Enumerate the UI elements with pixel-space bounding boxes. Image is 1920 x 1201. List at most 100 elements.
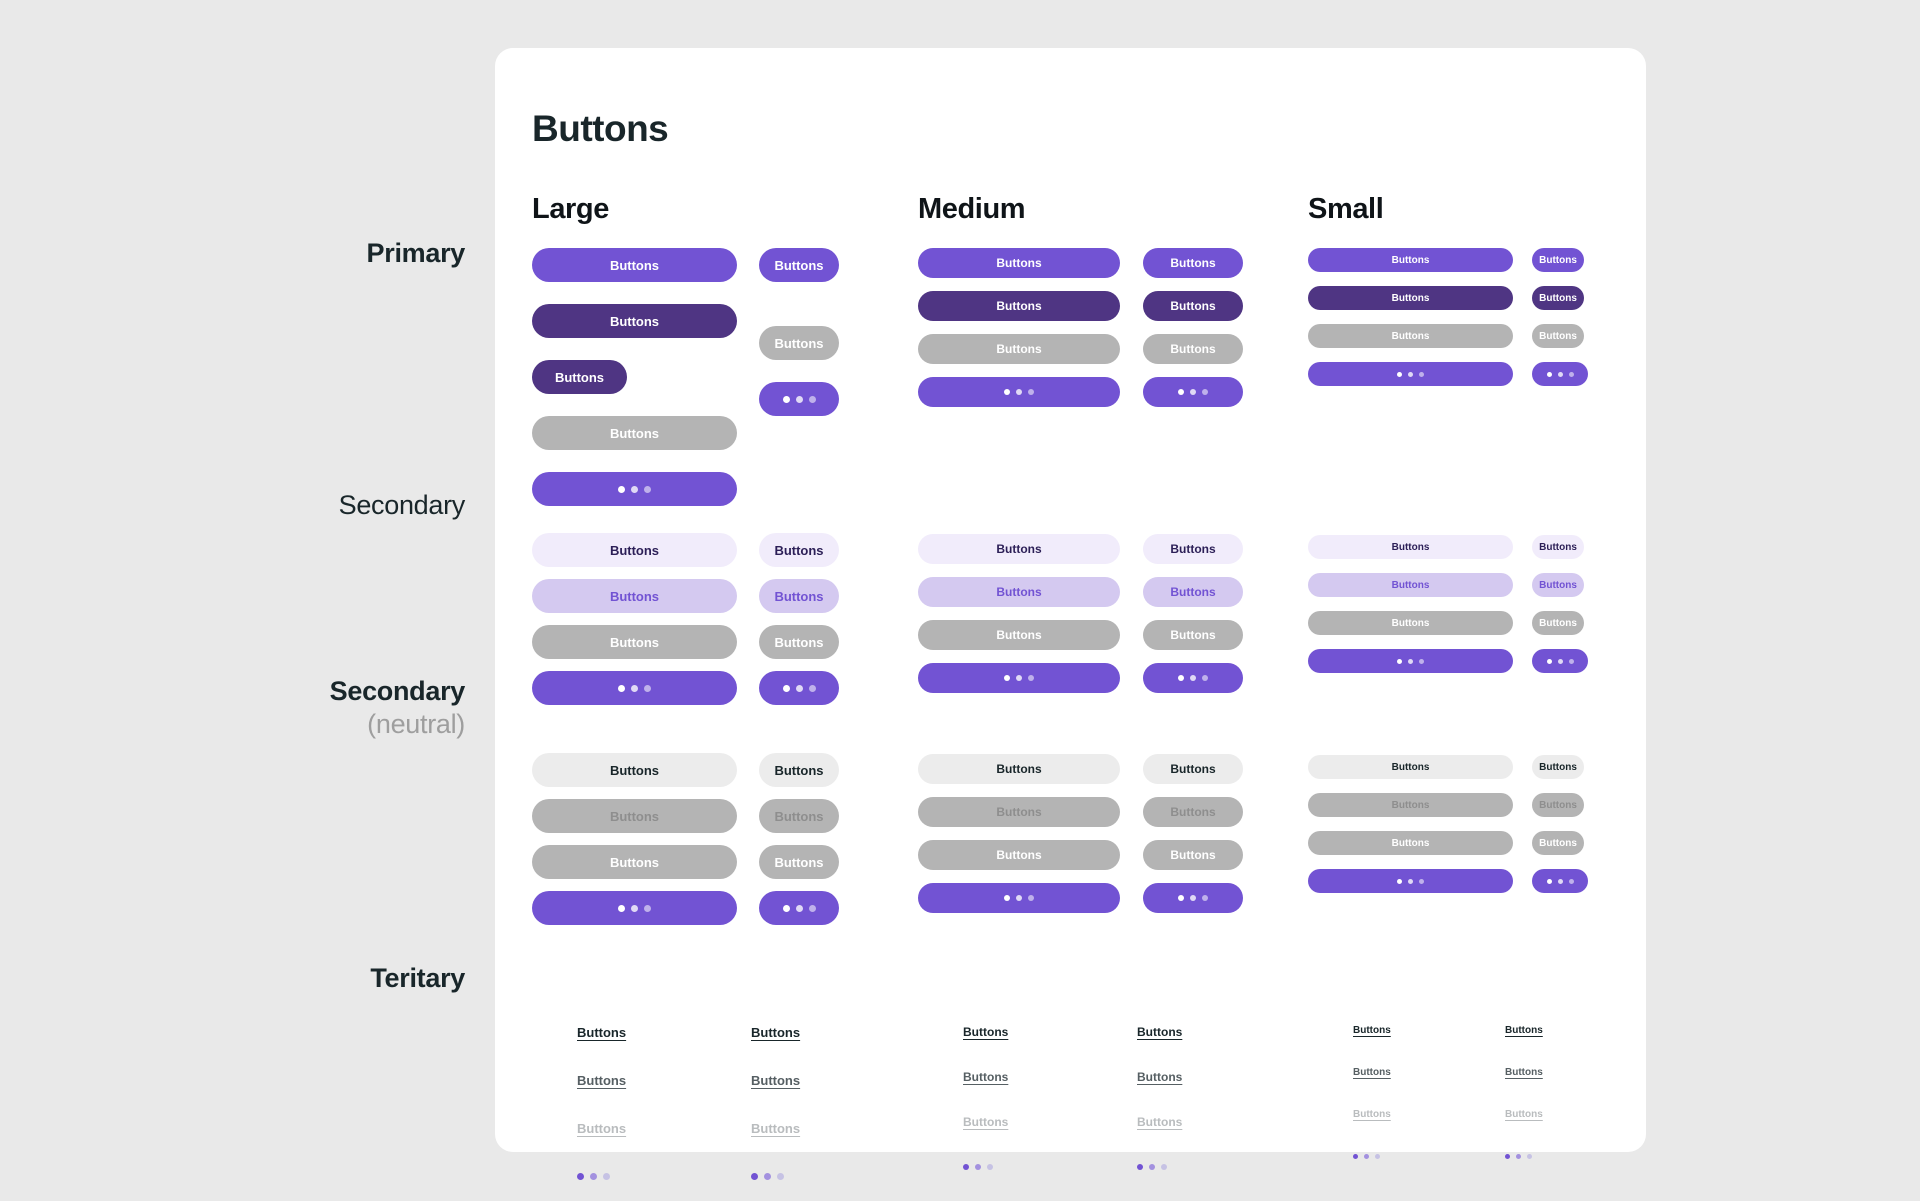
link-tertiary-large-b-loading — [751, 1167, 800, 1185]
button-neutral-large-disabled: Buttons — [532, 845, 737, 879]
button-secondary-large-default[interactable]: Buttons — [532, 533, 737, 567]
link-tertiary-small-b-disabled: Buttons — [1505, 1109, 1543, 1120]
button-secondary-small-default[interactable]: Buttons — [1308, 535, 1513, 559]
button-neutral-small-narrow-disabled: Buttons — [1532, 831, 1584, 855]
button-neutral-medium-narrow-disabled: Buttons — [1143, 840, 1243, 870]
button-neutral-medium-pressed[interactable]: Buttons — [918, 797, 1120, 827]
button-secondary-small-narrow-pressed[interactable]: Buttons — [1532, 573, 1584, 597]
button-primary-small-disabled: Buttons — [1308, 324, 1513, 348]
button-neutral-small-loading — [1308, 869, 1513, 893]
button-primary-medium-pressed[interactable]: Buttons — [918, 291, 1120, 321]
button-primary-large-default[interactable]: Buttons — [532, 248, 737, 282]
button-secondary-large-narrow-loading — [759, 671, 839, 705]
button-primary-large-disabled: Buttons — [532, 416, 737, 450]
page-title: Buttons — [532, 107, 669, 149]
link-tertiary-medium-b-pressed[interactable]: Buttons — [1137, 1069, 1183, 1084]
group-secondary-large-narrow: Buttons Buttons Buttons — [759, 533, 839, 705]
button-primary-medium-default[interactable]: Buttons — [918, 248, 1120, 278]
link-tertiary-large-pressed[interactable]: Buttons — [577, 1072, 627, 1088]
loading-dots-icon — [751, 1172, 784, 1180]
button-primary-medium-narrow-loading — [1143, 377, 1243, 407]
loading-dots-icon — [1353, 1154, 1380, 1159]
button-secondary-medium-narrow-default[interactable]: Buttons — [1143, 534, 1243, 564]
button-secondary-small-pressed[interactable]: Buttons — [1308, 573, 1513, 597]
loading-dots-icon — [1546, 878, 1574, 884]
button-primary-small-default[interactable]: Buttons — [1308, 248, 1513, 272]
button-secondary-medium-narrow-loading — [1143, 663, 1243, 693]
group-secondary-medium-narrow: Buttons Buttons Buttons — [1143, 534, 1243, 693]
button-primary-large-narrow-disabled: Buttons — [759, 326, 839, 360]
button-primary-large-pressed[interactable]: Buttons — [532, 304, 737, 338]
button-secondary-large-pressed[interactable]: Buttons — [532, 579, 737, 613]
button-primary-small-narrow-disabled: Buttons — [1532, 324, 1584, 348]
link-tertiary-medium-b-disabled: Buttons — [1137, 1114, 1183, 1129]
button-primary-small-narrow-default[interactable]: Buttons — [1532, 248, 1584, 272]
link-tertiary-large-b-default[interactable]: Buttons — [751, 1024, 801, 1040]
button-neutral-small-default[interactable]: Buttons — [1308, 755, 1513, 779]
link-tertiary-medium-b-default[interactable]: Buttons — [1137, 1024, 1183, 1039]
group-neutral-medium-narrow: Buttons Buttons Buttons — [1143, 754, 1243, 913]
button-secondary-medium-pressed[interactable]: Buttons — [918, 577, 1120, 607]
button-secondary-small-narrow-default[interactable]: Buttons — [1532, 535, 1584, 559]
link-tertiary-medium-pressed[interactable]: Buttons — [963, 1069, 1009, 1084]
group-tertiary-large-b: Buttons Buttons Buttons — [751, 1023, 800, 1185]
button-primary-large-narrow-default[interactable]: Buttons — [759, 248, 839, 282]
row-label-secondary: Secondary — [339, 490, 466, 521]
button-neutral-large-default[interactable]: Buttons — [532, 753, 737, 787]
link-tertiary-small-default[interactable]: Buttons — [1353, 1025, 1391, 1036]
loading-dots-icon — [782, 684, 816, 692]
button-neutral-large-narrow-default[interactable]: Buttons — [759, 753, 839, 787]
group-tertiary-large-a: Buttons Buttons Buttons — [577, 1023, 626, 1185]
button-neutral-small-pressed[interactable]: Buttons — [1308, 793, 1513, 817]
button-primary-large-pressed-compact[interactable]: Buttons — [532, 360, 627, 394]
button-secondary-medium-default[interactable]: Buttons — [918, 534, 1120, 564]
group-primary-small-narrow: Buttons Buttons Buttons — [1532, 248, 1588, 386]
group-neutral-large-narrow: Buttons Buttons Buttons — [759, 753, 839, 925]
button-neutral-large-narrow-loading — [759, 891, 839, 925]
group-primary-medium-narrow: Buttons Buttons Buttons — [1143, 248, 1243, 407]
link-tertiary-small-b-default[interactable]: Buttons — [1505, 1025, 1543, 1036]
link-tertiary-large-default[interactable]: Buttons — [577, 1024, 627, 1040]
link-tertiary-medium-b-loading — [1137, 1158, 1182, 1175]
loading-dots-icon — [1546, 658, 1574, 664]
link-tertiary-small-loading — [1353, 1149, 1391, 1164]
link-tertiary-large-b-pressed[interactable]: Buttons — [751, 1072, 801, 1088]
button-primary-medium-loading — [918, 377, 1120, 407]
link-tertiary-small-pressed[interactable]: Buttons — [1353, 1067, 1391, 1078]
button-neutral-large-pressed[interactable]: Buttons — [532, 799, 737, 833]
button-neutral-medium-narrow-default[interactable]: Buttons — [1143, 754, 1243, 784]
button-neutral-medium-disabled: Buttons — [918, 840, 1120, 870]
group-tertiary-small-b: Buttons Buttons Buttons — [1505, 1023, 1543, 1164]
group-neutral-medium-wide: Buttons Buttons Buttons — [918, 754, 1120, 913]
button-neutral-small-disabled: Buttons — [1308, 831, 1513, 855]
button-primary-medium-narrow-pressed[interactable]: Buttons — [1143, 291, 1243, 321]
button-primary-medium-narrow-disabled: Buttons — [1143, 334, 1243, 364]
button-neutral-large-narrow-pressed[interactable]: Buttons — [759, 799, 839, 833]
button-secondary-large-narrow-pressed[interactable]: Buttons — [759, 579, 839, 613]
button-secondary-large-disabled: Buttons — [532, 625, 737, 659]
link-tertiary-medium-default[interactable]: Buttons — [963, 1024, 1009, 1039]
button-neutral-medium-default[interactable]: Buttons — [918, 754, 1120, 784]
button-secondary-small-narrow-disabled: Buttons — [1532, 611, 1584, 635]
button-neutral-small-narrow-pressed[interactable]: Buttons — [1532, 793, 1584, 817]
loading-dots-icon — [577, 1172, 610, 1180]
link-tertiary-small-b-pressed[interactable]: Buttons — [1505, 1067, 1543, 1078]
button-neutral-small-narrow-default[interactable]: Buttons — [1532, 755, 1584, 779]
group-tertiary-medium-b: Buttons Buttons Buttons — [1137, 1023, 1182, 1175]
button-secondary-medium-narrow-pressed[interactable]: Buttons — [1143, 577, 1243, 607]
button-secondary-large-narrow-disabled: Buttons — [759, 625, 839, 659]
loading-dots-icon — [1397, 371, 1424, 377]
button-primary-medium-narrow-default[interactable]: Buttons — [1143, 248, 1243, 278]
group-primary-large-wide: Buttons Buttons Buttons Buttons — [532, 248, 737, 506]
group-neutral-small-wide: Buttons Buttons Buttons — [1308, 755, 1513, 893]
button-primary-small-narrow-pressed[interactable]: Buttons — [1532, 286, 1584, 310]
loading-dots-icon — [1004, 895, 1034, 901]
button-secondary-large-narrow-default[interactable]: Buttons — [759, 533, 839, 567]
link-tertiary-large-loading — [577, 1167, 626, 1185]
row-label-primary: Primary — [367, 238, 466, 269]
button-neutral-medium-narrow-pressed[interactable]: Buttons — [1143, 797, 1243, 827]
button-neutral-large-loading — [532, 891, 737, 925]
button-primary-small-pressed[interactable]: Buttons — [1308, 286, 1513, 310]
loading-dots-icon — [1505, 1154, 1532, 1159]
